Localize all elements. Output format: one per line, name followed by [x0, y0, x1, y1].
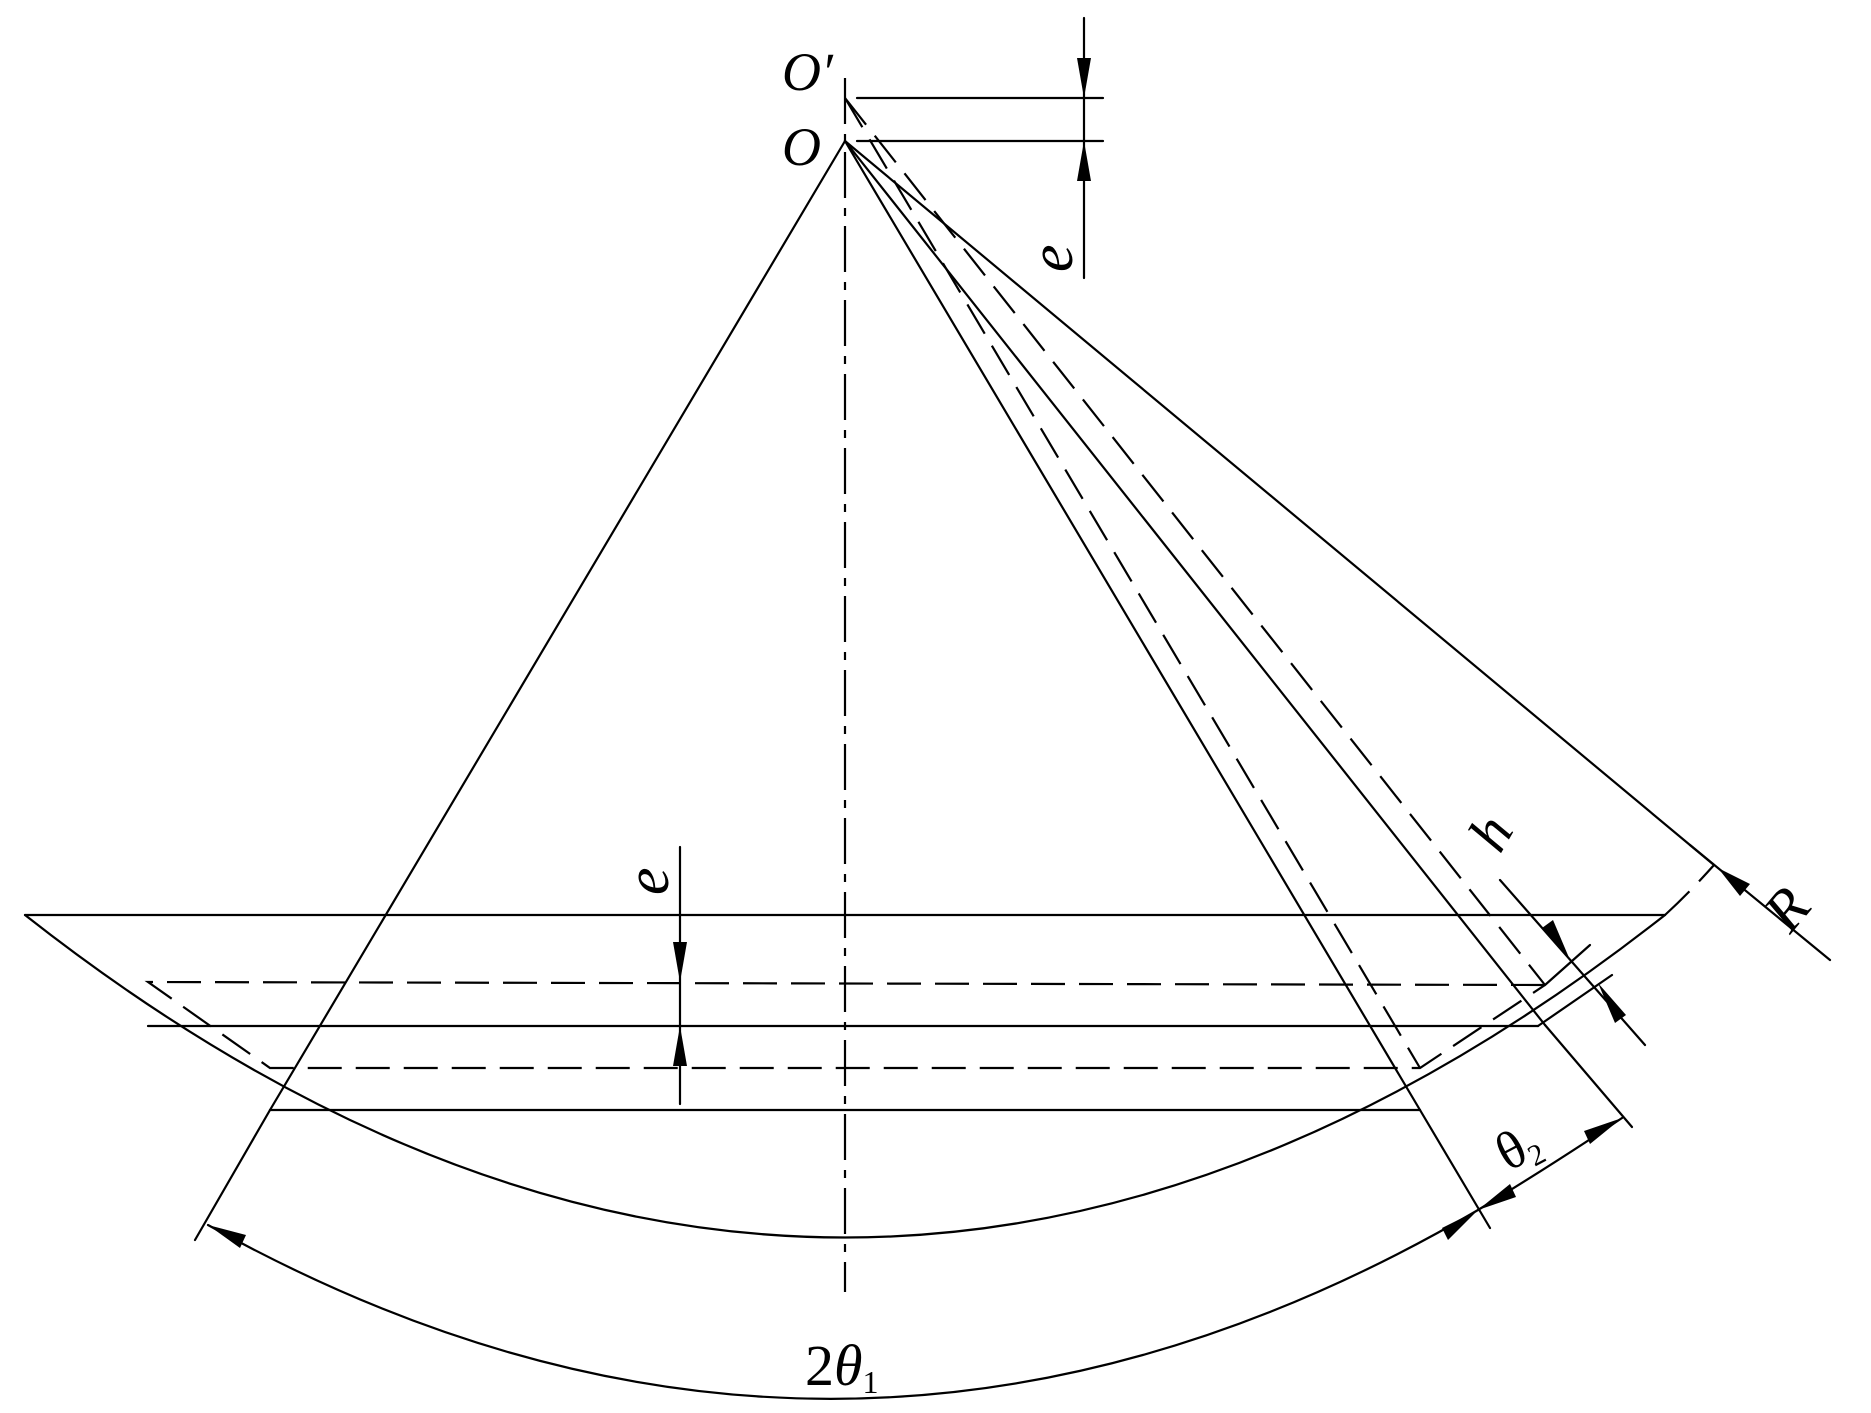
label-theta2: θ2	[1485, 1110, 1551, 1185]
dashed-arc-continuation	[1664, 864, 1715, 916]
label-two-theta1-subscript: 1	[863, 1364, 879, 1400]
theta1-dimension-arc	[206, 1208, 1480, 1400]
label-e-top: e	[1018, 244, 1086, 272]
radius-line-r	[843, 139, 1716, 867]
right-inner-cone-edge	[843, 139, 1422, 1112]
h-arrow-2	[1598, 983, 1626, 1023]
h-ext-2	[1536, 973, 1614, 1028]
label-two-theta1: 2θ1	[805, 1333, 879, 1400]
h-arrow-1	[1542, 920, 1570, 960]
label-two-theta1-number: 2	[805, 1333, 834, 1398]
right-offset-edge-solid	[843, 139, 1547, 1027]
e-mid-arrow-down	[673, 942, 687, 982]
theta2-ext-right	[1543, 1023, 1634, 1129]
h-dimension-line	[1498, 878, 1647, 1047]
theta1-ext-left	[193, 1108, 272, 1242]
dashed-pad-outline	[144, 980, 1546, 1070]
theta2-arrow-left	[1478, 1184, 1516, 1210]
radius-extension	[1688, 843, 1832, 962]
label-two-theta1-symbol: θ	[834, 1333, 863, 1398]
theta1-arrow-right	[1442, 1210, 1478, 1240]
left-cone-edge	[268, 139, 847, 1112]
dashed-edge-from-o-prime-a	[844, 97, 1421, 1069]
outer-arc	[23, 913, 1667, 1239]
h-ext-1	[1543, 943, 1592, 987]
theta2-ext-left	[1418, 1108, 1492, 1230]
label-r: R	[1750, 874, 1823, 944]
theta1-arrow-left	[208, 1225, 246, 1248]
label-e-mid: e	[614, 867, 682, 895]
r-arrow	[1718, 868, 1750, 896]
e-top-arrow-down	[1077, 58, 1091, 98]
e-mid-arrow-up	[673, 1026, 687, 1066]
dashed-edge-from-o-prime-b	[844, 97, 1546, 986]
label-o: O	[782, 117, 821, 177]
label-o-prime: O′	[782, 42, 834, 102]
e-top-arrow-up	[1077, 141, 1091, 181]
theta2-arrow-right	[1584, 1118, 1622, 1144]
label-h: h	[1455, 804, 1526, 862]
